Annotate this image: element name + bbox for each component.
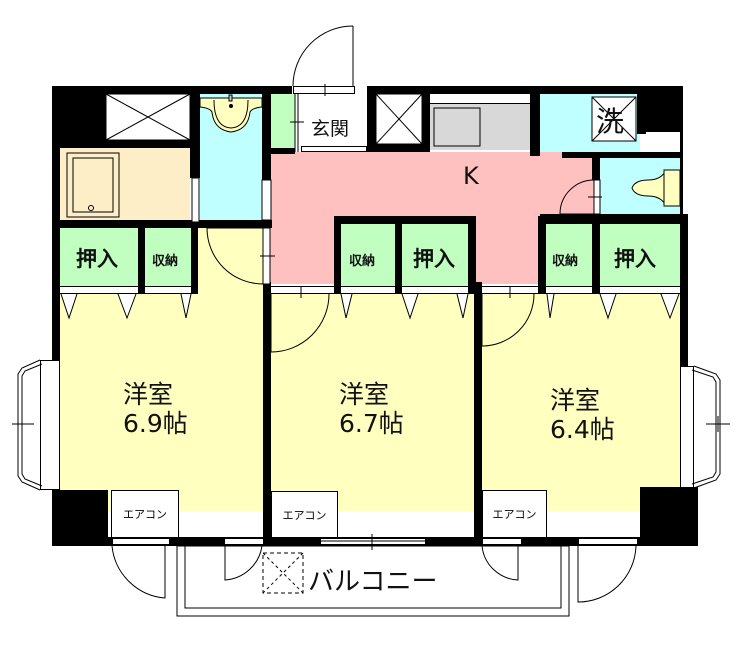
entrance-label: 玄関 (311, 118, 350, 140)
west-room-type: 洋室 (123, 380, 174, 409)
wall (190, 94, 200, 178)
east-aircon: エアコン (482, 490, 547, 538)
wall (376, 144, 430, 152)
wall (468, 216, 476, 294)
center-shuno (341, 224, 395, 286)
west-oshiire (60, 228, 138, 286)
west-room-size: 6.9帖 (123, 409, 188, 438)
wall (52, 86, 292, 94)
wall (680, 214, 688, 366)
kitchen-counter-top (430, 94, 530, 104)
west-aircon: エアコン (111, 490, 179, 538)
kitchen-label: K (463, 162, 479, 190)
closet-door-strip-center (271, 286, 468, 294)
east-oshiire-label: 押入 (614, 247, 656, 271)
west-bay-window (40, 360, 60, 490)
east-bay-window (680, 366, 694, 488)
wall (191, 228, 198, 294)
center-shuno-label: 収納 (349, 254, 376, 269)
entrance-shoebox (271, 94, 295, 152)
east-oshiire (600, 224, 680, 286)
wall (395, 224, 402, 294)
wall (52, 86, 106, 148)
entrance-door-frame (293, 86, 355, 94)
east-shuno (546, 224, 592, 286)
wall (367, 86, 683, 94)
west-room-label: 洋室 6.9帖 (123, 380, 188, 438)
wall (334, 216, 341, 294)
bathroom (60, 148, 190, 222)
center-aircon: エアコン (271, 491, 338, 538)
center-room-size: 6.7帖 (339, 409, 404, 438)
wall (538, 216, 546, 294)
entrance-step (301, 146, 367, 152)
east-room-type: 洋室 (550, 386, 601, 415)
kitchen-lower-left (270, 218, 334, 284)
east-room-label: 洋室 6.4帖 (550, 386, 615, 444)
center-oshiire-label: 押入 (413, 247, 455, 271)
wall (334, 216, 476, 224)
west-shuno-label: 収納 (152, 254, 179, 269)
closet-door-strip-west (60, 286, 191, 294)
wall (640, 487, 698, 545)
wall (562, 152, 682, 158)
kitchen-corridor (334, 152, 474, 218)
wall (52, 220, 272, 228)
east-room (482, 293, 680, 511)
wall (263, 282, 271, 546)
window-opening (224, 538, 264, 545)
wall (138, 228, 145, 294)
wall (52, 490, 108, 546)
wall (422, 94, 430, 152)
kitchen-lower-mid (474, 218, 540, 284)
wall (530, 94, 540, 156)
wall (474, 282, 482, 546)
wall (106, 140, 200, 148)
window-opening (112, 538, 170, 545)
west-shuno (145, 228, 191, 286)
center-room-type: 洋室 (339, 380, 390, 409)
center-oshiire (402, 224, 468, 286)
window-opening (482, 538, 522, 545)
wall (538, 216, 598, 224)
wall (592, 224, 600, 294)
entrance (295, 94, 367, 152)
balcony-label: バルコニー (308, 567, 438, 597)
wall (367, 94, 376, 152)
closet-door-strip-east (482, 286, 680, 294)
wall (540, 214, 683, 224)
center-room-label: 洋室 6.7帖 (339, 380, 404, 438)
center-room (271, 293, 474, 511)
wall (271, 148, 295, 154)
wall (592, 152, 600, 180)
wall (637, 86, 683, 134)
east-shuno-label: 収納 (552, 254, 579, 269)
window-opening (578, 538, 638, 545)
west-oshiire-label: 押入 (76, 247, 118, 271)
laundry-label: 洗 (596, 105, 625, 138)
east-room-size: 6.4帖 (550, 415, 615, 444)
laundry-vent (646, 132, 680, 148)
wall (262, 94, 271, 184)
